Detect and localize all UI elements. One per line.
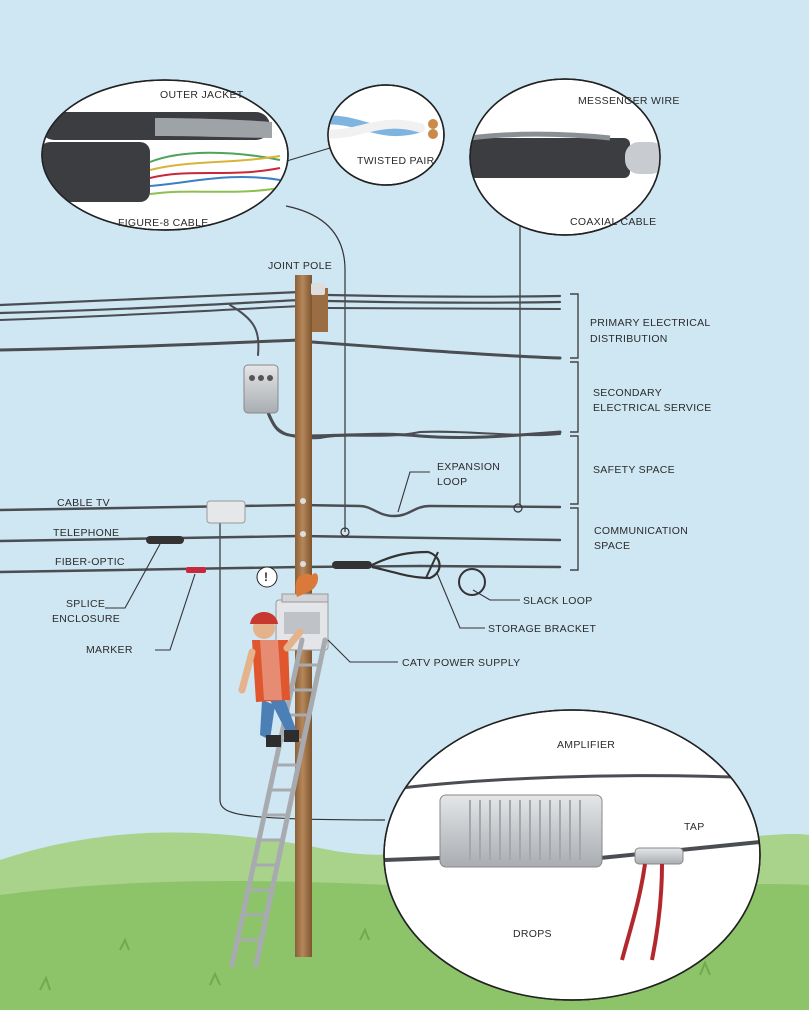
label-catv-power-supply: CATV POWER SUPPLY (402, 657, 520, 669)
slack-loop (458, 568, 486, 596)
callout-coaxial (469, 78, 661, 236)
label-messenger-wire: MESSENGER WIRE (578, 95, 680, 107)
label-telephone: TELEPHONE (53, 527, 119, 539)
label-tap: TAP (684, 821, 705, 833)
label-outer-jacket: OUTER JACKET (160, 89, 244, 101)
leader-lines (219, 205, 521, 821)
label-safety-space: SAFETY SPACE (593, 464, 675, 476)
storage-bracket-loop (371, 550, 441, 580)
label-communication-2: SPACE (594, 540, 630, 552)
space-brackets (570, 293, 579, 571)
label-secondary-2: ELECTRICAL SERVICE (593, 402, 712, 414)
label-expansion-2: LOOP (437, 476, 467, 488)
catv-power-supply (256, 566, 329, 651)
hardhat (250, 612, 278, 624)
label-expansion-1: EXPANSION (437, 461, 500, 473)
label-primary-2: DISTRIBUTION (590, 333, 668, 345)
labels: OUTER JACKET FIGURE-8 CABLE TWISTED PAIR… (52, 89, 712, 940)
overhead-lines (0, 290, 562, 574)
label-twisted-pair: TWISTED PAIR (357, 155, 435, 167)
callout-twisted-pair (327, 84, 445, 186)
label-figure8-cable: FIGURE-8 CABLE (118, 217, 209, 229)
fiber-marker (186, 567, 206, 573)
label-splice-2: ENCLOSURE (52, 613, 120, 625)
label-drops: DROPS (513, 928, 552, 940)
label-slack-loop: SLACK LOOP (523, 595, 593, 607)
lineworker (238, 612, 304, 747)
cable-tv-splice-box (206, 500, 246, 524)
callout-figure8 (41, 79, 289, 231)
label-cable-tv: CABLE TV (57, 497, 110, 509)
label-marker: MARKER (86, 644, 133, 656)
callout-amplifier (383, 709, 761, 1001)
service-terminal (243, 364, 279, 414)
label-amplifier: AMPLIFIER (557, 739, 615, 751)
label-fiber-optic: FIBER-OPTIC (55, 556, 125, 568)
splice-enclosure (146, 536, 184, 544)
label-communication-1: COMMUNICATION (594, 525, 688, 537)
label-secondary-1: SECONDARY (593, 387, 662, 399)
label-coaxial-cable: COAXIAL CABLE (570, 216, 656, 228)
cable-hardware (146, 500, 523, 596)
label-joint-pole: JOINT POLE (268, 260, 332, 272)
ladder (229, 637, 328, 968)
fiber-splice (332, 561, 372, 569)
label-splice-1: SPLICE (66, 598, 105, 610)
squirrel (295, 573, 319, 597)
alert-mark: ! (264, 570, 268, 584)
label-primary-1: PRIMARY ELECTRICAL (590, 317, 711, 329)
label-storage-bracket: STORAGE BRACKET (488, 623, 596, 635)
